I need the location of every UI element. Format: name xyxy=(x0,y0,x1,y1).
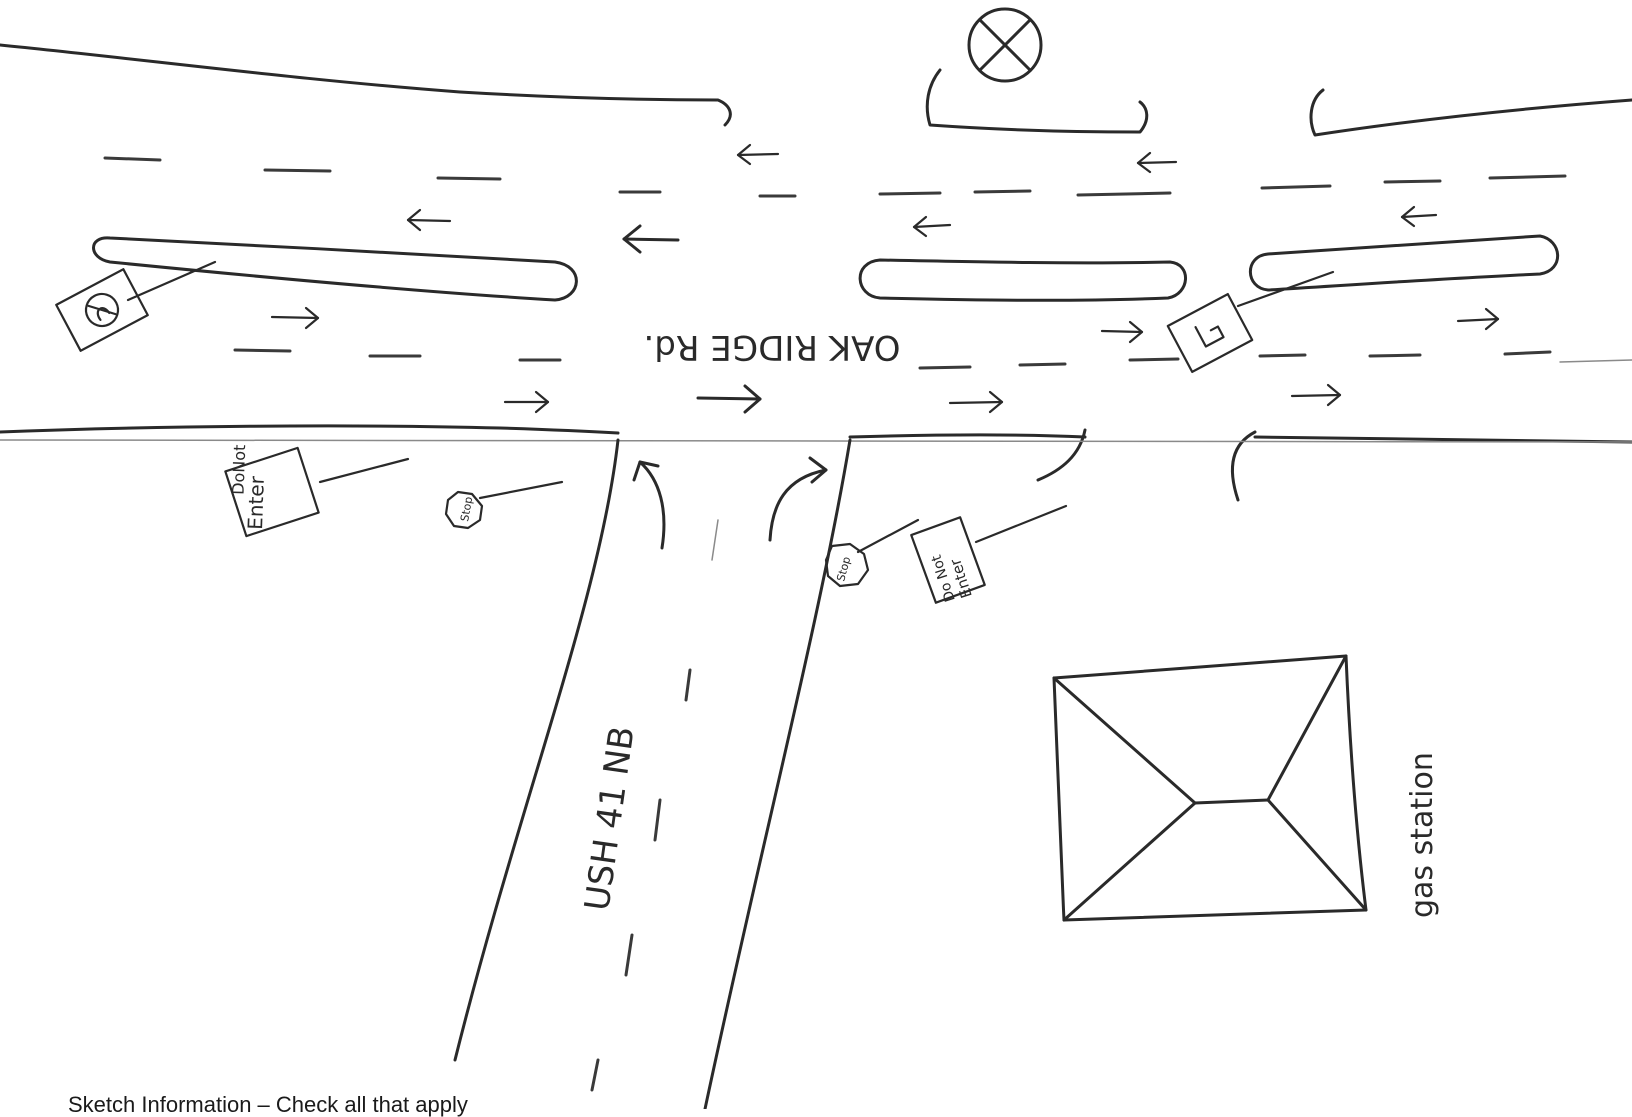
turn-right-arrow-icon xyxy=(770,458,826,540)
do-not-enter-sign-left: DoNot Enter xyxy=(214,425,408,537)
stop-sign-left: Stop xyxy=(446,482,562,528)
lane-dashes-eastbound xyxy=(235,350,1632,368)
median-center xyxy=(860,260,1185,300)
arrow-left-icon xyxy=(738,145,778,164)
north-road-edge xyxy=(0,45,1632,135)
gas-station-building xyxy=(1054,656,1366,920)
main-road-label: OAK RIDGE Rd. xyxy=(643,327,900,367)
arrow-left-icon xyxy=(1138,153,1176,172)
median-left xyxy=(94,238,577,300)
railroad-crossing-icon xyxy=(969,9,1041,81)
arrow-right-icon xyxy=(1102,322,1142,342)
arrow-left-icon xyxy=(1402,207,1436,226)
arrow-right-icon xyxy=(272,308,318,328)
arrows-westbound xyxy=(408,145,1436,252)
gas-station-label: gas station xyxy=(1405,752,1440,918)
dne-left-line2: Enter xyxy=(243,475,269,530)
turn-arrows xyxy=(634,458,826,548)
stop-sign-left-label: Stop xyxy=(458,496,475,523)
arrow-right-icon xyxy=(950,392,1002,412)
arrow-right-icon xyxy=(1292,385,1340,405)
arrow-right-icon xyxy=(1458,309,1498,329)
side-road-edges xyxy=(455,440,850,1109)
stop-sign-right: Stop xyxy=(826,520,918,586)
stop-sign-right-label: Stop xyxy=(834,555,853,583)
sketch-information-heading: Sketch Information – Check all that appl… xyxy=(68,1094,468,1116)
arrow-right-icon xyxy=(698,386,760,412)
arrow-left-icon xyxy=(624,226,678,252)
arrow-left-icon xyxy=(914,217,950,236)
arrow-left-icon xyxy=(408,210,450,230)
median-right xyxy=(1250,236,1557,290)
lane-dashes-westbound xyxy=(105,158,1565,196)
do-not-enter-sign-right: Do Not Enter xyxy=(911,506,1066,604)
side-road-label: USH 41 NB xyxy=(577,724,642,913)
arrow-right-icon xyxy=(505,392,548,412)
turn-left-arrow-icon xyxy=(634,462,664,548)
regulatory-sign-left xyxy=(56,262,215,351)
